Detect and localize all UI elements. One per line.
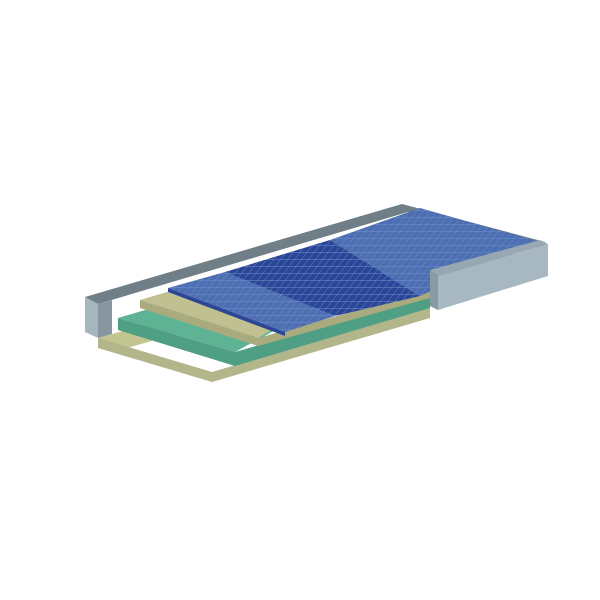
blue-grid-surface bbox=[168, 208, 540, 336]
frame-left-end-front bbox=[85, 297, 98, 338]
end-block-long-face bbox=[438, 244, 548, 310]
frame-left-end-side bbox=[98, 300, 112, 338]
green-layer-front bbox=[118, 318, 235, 366]
grid-section-left bbox=[168, 272, 335, 332]
tan-layer-long-face bbox=[258, 290, 430, 346]
base-layer-front bbox=[98, 338, 212, 382]
grid-surface-edge bbox=[168, 288, 285, 336]
end-block-front bbox=[430, 270, 438, 310]
grid-section-middle bbox=[225, 240, 420, 316]
tan-layer-front bbox=[140, 300, 258, 346]
green-layer-long-face bbox=[235, 296, 430, 366]
base-layer-long-face bbox=[212, 308, 430, 382]
outer-frame bbox=[85, 204, 545, 338]
end-block bbox=[430, 240, 548, 310]
end-block-top bbox=[430, 240, 548, 276]
grid-section-right bbox=[330, 208, 540, 296]
frame-top-rim bbox=[85, 204, 545, 304]
